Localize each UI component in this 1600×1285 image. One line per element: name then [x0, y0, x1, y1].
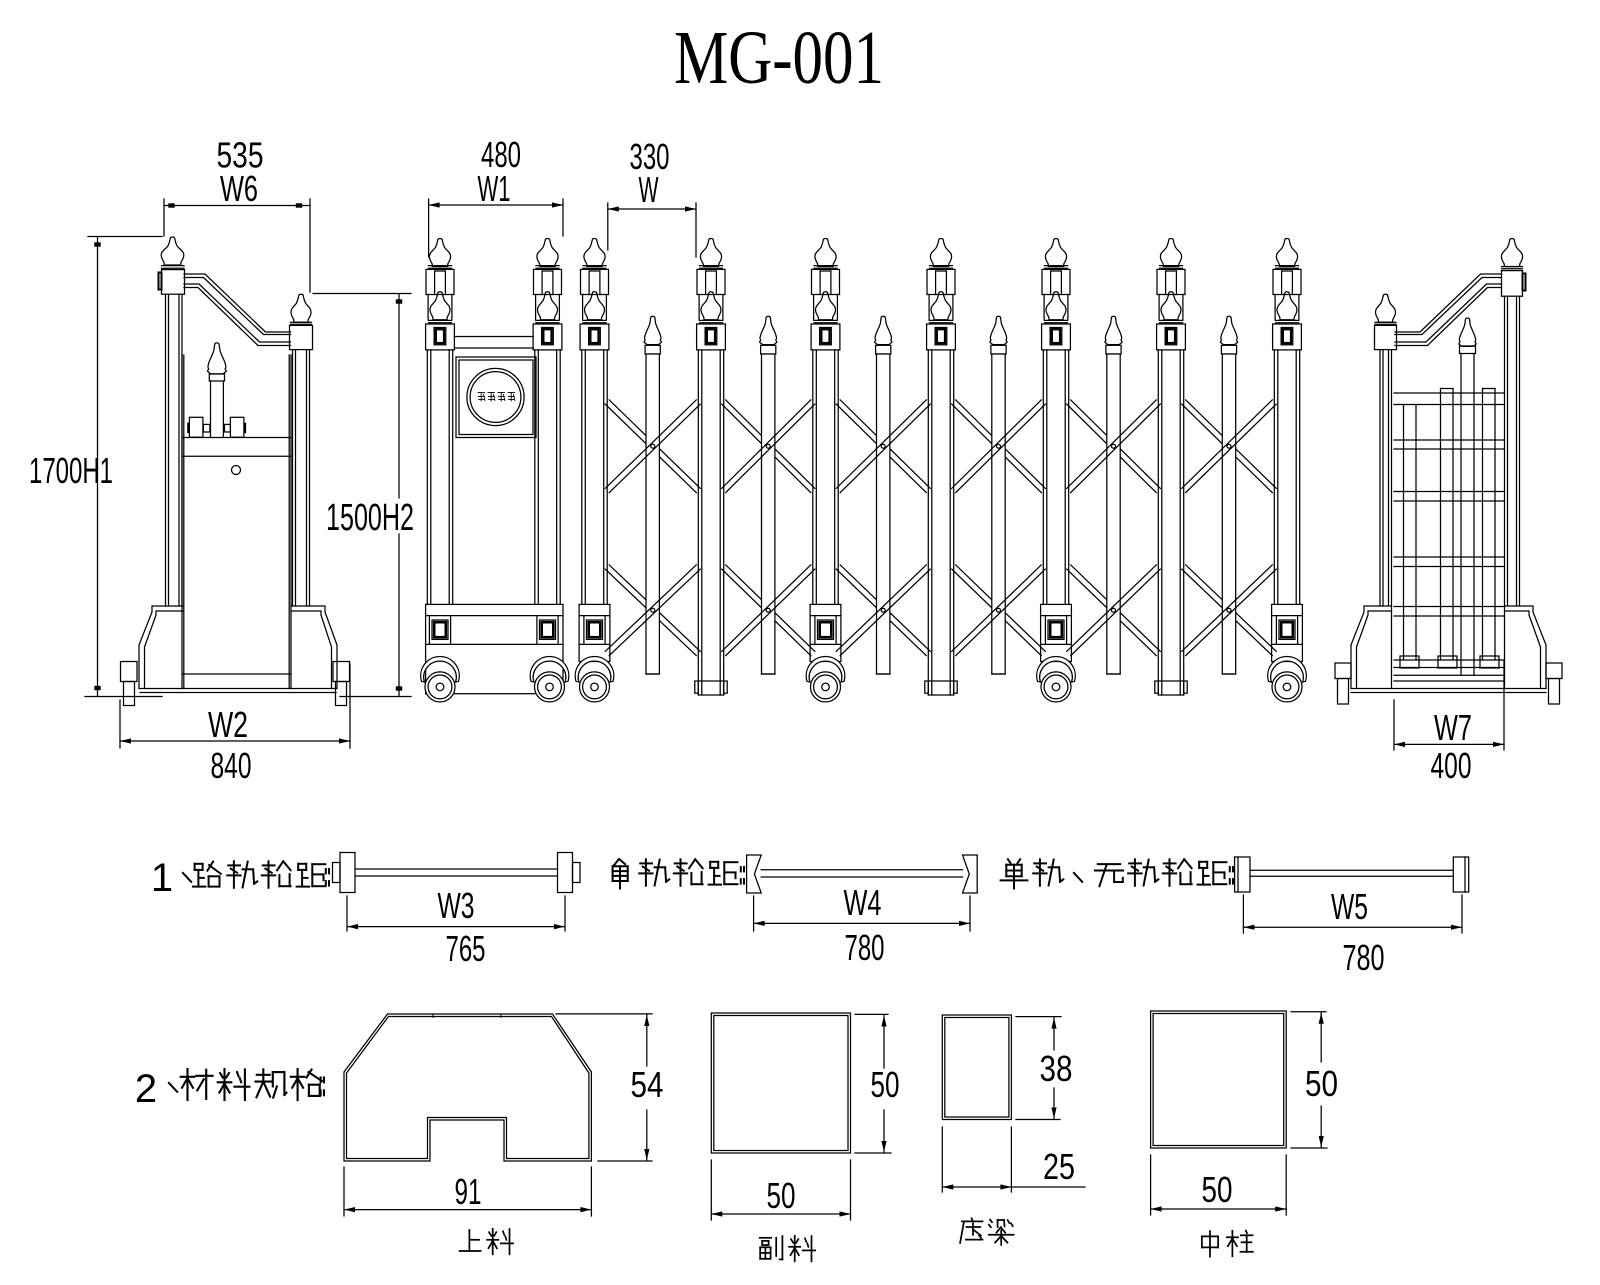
svg-text:25: 25	[1043, 1146, 1075, 1187]
svg-text:400: 400	[1431, 745, 1472, 786]
svg-text:W5: W5	[1331, 886, 1368, 927]
svg-text:W1: W1	[478, 168, 511, 209]
svg-text:780: 780	[845, 927, 885, 968]
svg-text:50: 50	[1202, 1169, 1233, 1210]
svg-text:330: 330	[630, 136, 670, 177]
svg-text:2: 2	[135, 1067, 157, 1111]
svg-text:535: 535	[217, 135, 264, 176]
svg-text:91: 91	[455, 1171, 482, 1212]
svg-text:50: 50	[1305, 1063, 1338, 1104]
svg-text:W7: W7	[1434, 707, 1472, 748]
svg-text:W4: W4	[844, 882, 882, 923]
svg-text:480: 480	[481, 134, 521, 175]
svg-text:1700H1: 1700H1	[29, 450, 113, 491]
svg-text:50: 50	[767, 1175, 796, 1216]
svg-text:W3: W3	[438, 885, 475, 926]
svg-text:1: 1	[151, 856, 173, 900]
svg-text:840: 840	[211, 745, 252, 786]
svg-text:W6: W6	[220, 168, 258, 209]
svg-text:50: 50	[871, 1064, 900, 1105]
svg-text:W: W	[639, 169, 659, 210]
svg-text:54: 54	[631, 1064, 664, 1105]
svg-text:765: 765	[446, 928, 486, 969]
svg-text:780: 780	[1343, 937, 1385, 978]
svg-text:MG-001: MG-001	[674, 16, 884, 100]
svg-text:38: 38	[1040, 1048, 1073, 1089]
svg-text:W2: W2	[208, 704, 248, 745]
svg-text:1500H2: 1500H2	[326, 497, 414, 539]
